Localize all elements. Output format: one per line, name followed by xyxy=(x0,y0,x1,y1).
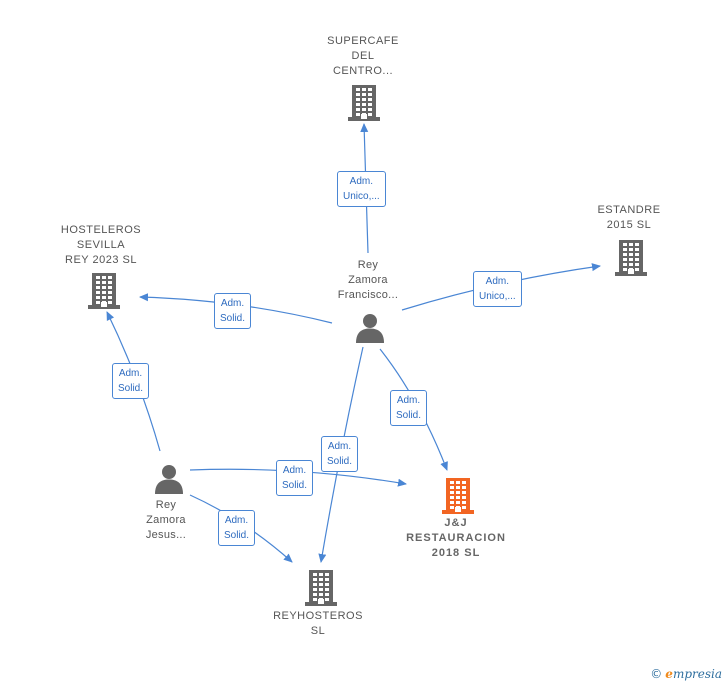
node-label-hosteleros[interactable]: HOSTELEROS SEVILLA REY 2023 SL xyxy=(60,224,142,266)
role-box-francisco-estandre[interactable]: Adm.Unico,... xyxy=(473,271,522,307)
building-icon[interactable] xyxy=(442,478,474,519)
node-label-jj[interactable]: J&J RESTAURACION 2018 SL xyxy=(406,517,506,559)
role-box-francisco-jj[interactable]: Adm.Solid. xyxy=(390,390,428,426)
building-icon[interactable] xyxy=(305,570,337,611)
building-icon[interactable] xyxy=(88,273,120,314)
role-box-francisco-hosteleros[interactable]: Adm.Solid. xyxy=(214,293,252,329)
role-box-jesus-reyhosteros[interactable]: Adm.Solid. xyxy=(218,510,256,546)
node-label-rey-jesus[interactable]: Rey Zamora Jesus... xyxy=(145,499,187,541)
node-label-supercafe[interactable]: SUPERCAFE DEL CENTRO... xyxy=(327,35,399,77)
node-label-estandre[interactable]: ESTANDRE 2015 SL xyxy=(597,204,661,231)
node-label-reyhosteros[interactable]: REYHOSTEROS SL xyxy=(273,610,363,637)
person-icon[interactable] xyxy=(154,464,184,499)
role-box-francisco-reyhosteros[interactable]: Adm.Solid. xyxy=(321,436,359,472)
building-icon[interactable] xyxy=(615,240,647,281)
person-icon[interactable] xyxy=(355,313,385,348)
empresia-logo[interactable]: ©empresia xyxy=(650,667,722,681)
building-icon[interactable] xyxy=(348,85,380,126)
role-box-francisco-supercafe[interactable]: Adm.Unico,... xyxy=(337,171,386,207)
node-label-rey-francisco[interactable]: Rey Zamora Francisco... xyxy=(337,259,399,301)
role-box-jesus-jj[interactable]: Adm.Solid. xyxy=(276,460,314,496)
role-box-jesus-hosteleros[interactable]: Adm.Solid. xyxy=(112,363,150,399)
